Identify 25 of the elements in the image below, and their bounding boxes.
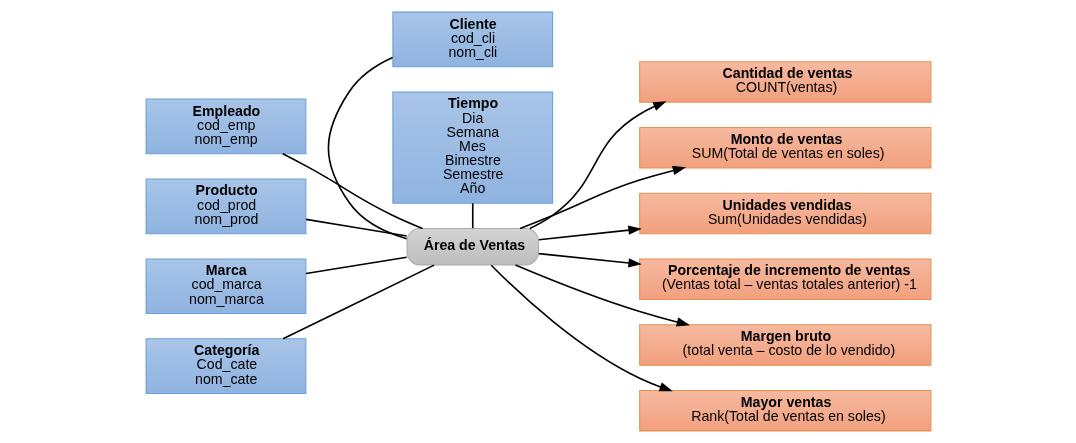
node-box: Categoría Cod_cate nom_cate [145, 338, 306, 394]
arrow [528, 101, 667, 230]
node-box: Margen bruto (total venta – costo de lo vendido) [638, 324, 931, 366]
node-box: Mayor ventas Rank(Total de ventas en soles) [638, 389, 931, 432]
node-box: Cantidad de ventas COUNT(ventas) [638, 61, 931, 103]
node-box: Tiempo Dia Semana Mes Bimestre Semestre Año [391, 91, 553, 204]
connector [304, 218, 408, 237]
connector [327, 56, 407, 240]
node-box: Porcentaje de incremento de ventas (Ventas total – ventas totales anterior) -1 [638, 258, 931, 300]
connector [304, 256, 408, 275]
node-box: Marca cod_marca nom_marca [145, 258, 306, 315]
arrow [518, 166, 686, 230]
arrow [537, 225, 642, 241]
connector [281, 264, 435, 340]
arrow [489, 264, 673, 392]
connector [471, 202, 474, 229]
node-box: Empleado cod_emp nom_emp [145, 98, 306, 155]
arrow [537, 252, 642, 268]
connector [281, 153, 423, 230]
node-box: Producto cod_prod nom_prod [145, 178, 306, 235]
node-box: Unidades vendidas Sum(Unidades vendidas) [638, 192, 931, 235]
node-box: Área de Ventas [406, 228, 539, 266]
node-box: Monto de ventas SUM(Total de ventas en soles) [638, 126, 931, 169]
node-box: Cliente cod_cli nom_cli [391, 11, 553, 68]
arrow [514, 264, 690, 327]
